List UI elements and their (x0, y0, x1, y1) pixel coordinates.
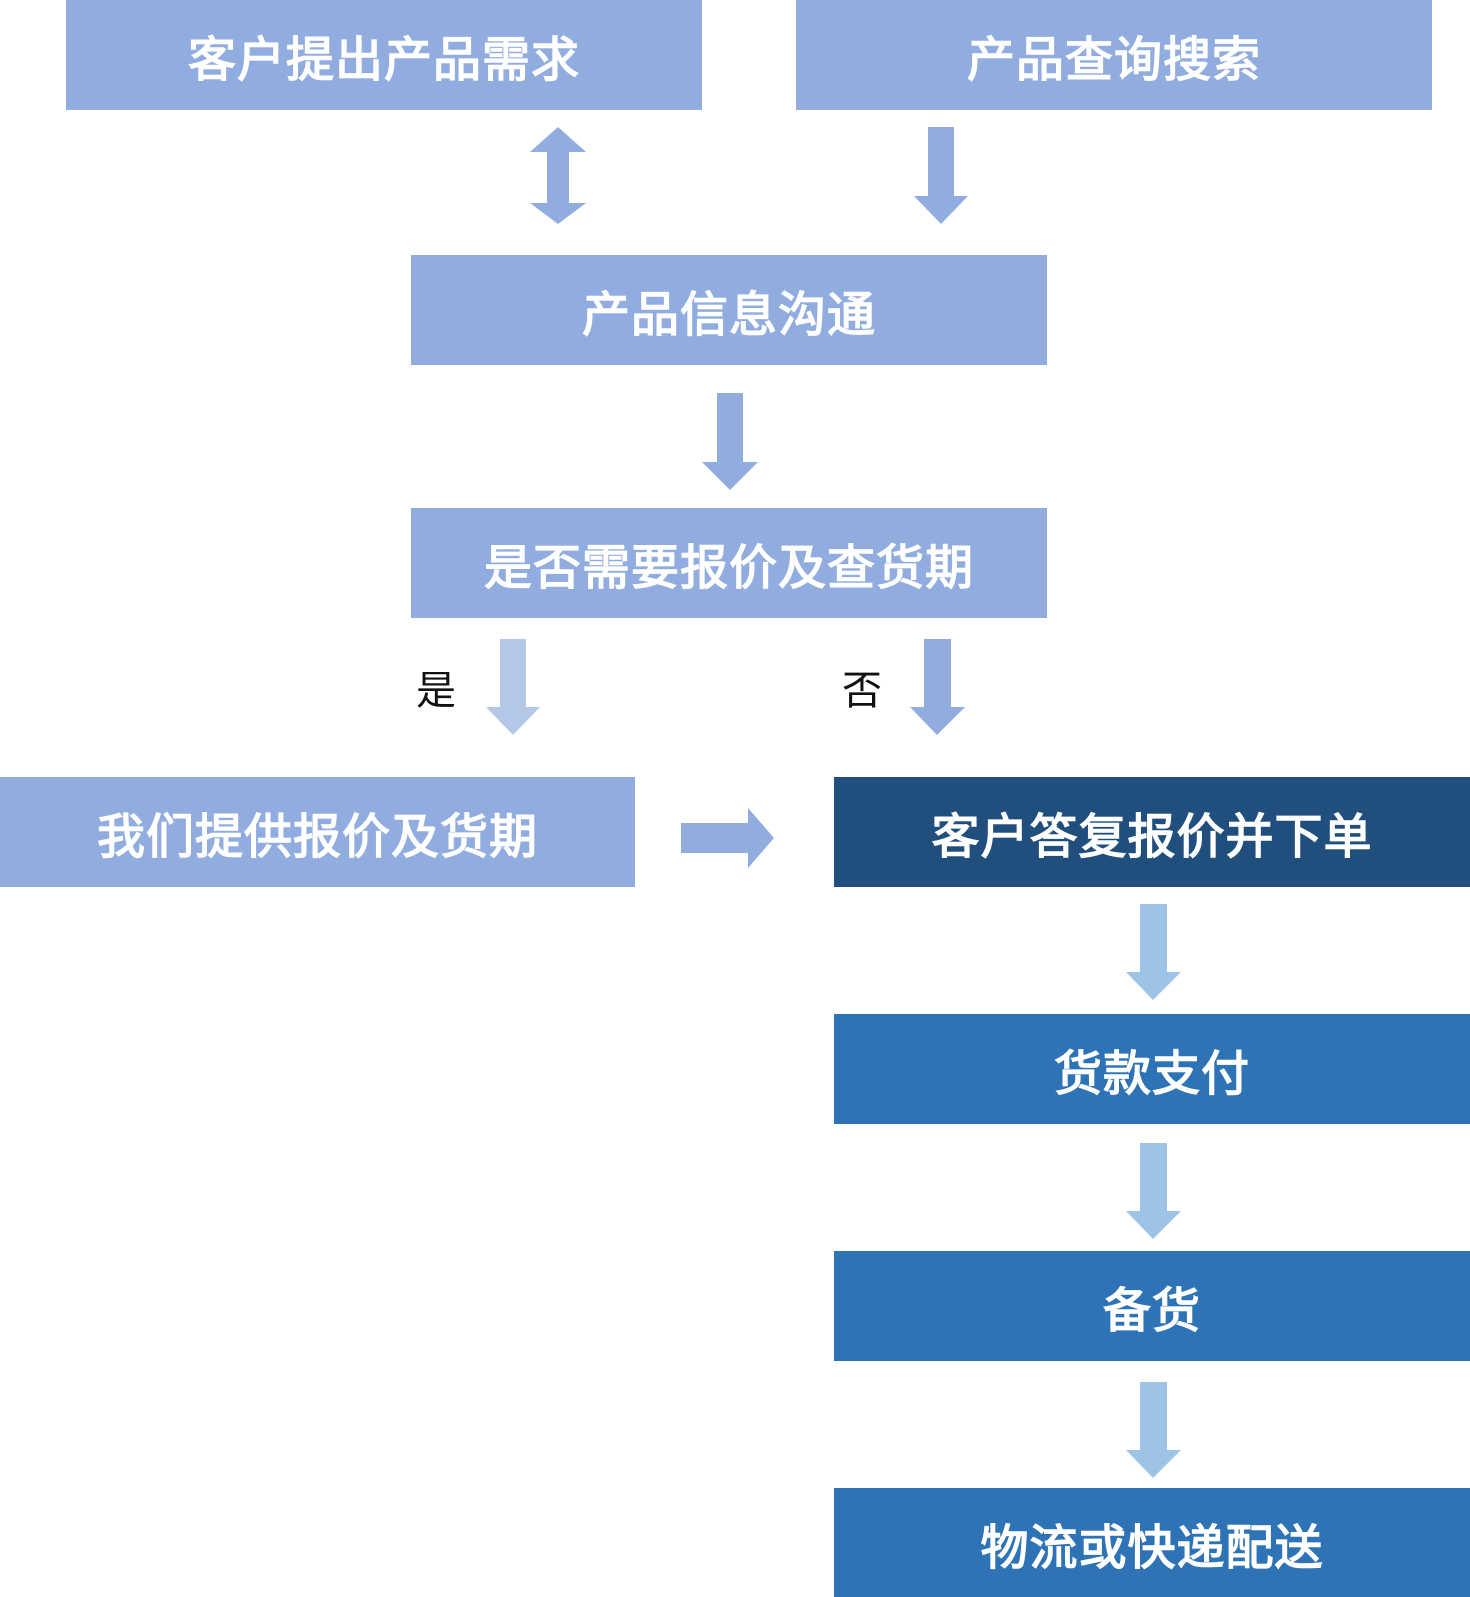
step-customer-order: 客户答复报价并下单 (834, 777, 1470, 887)
arrow-order-to-payment (1126, 904, 1181, 1000)
step-customer-order-label: 客户答复报价并下单 (931, 809, 1373, 865)
arrow-decision-no (910, 639, 965, 735)
arrow-decision-yes (486, 639, 540, 735)
arrow-search-to-info (914, 127, 968, 224)
step-stocking: 备货 (834, 1251, 1470, 1361)
arrow-payment-to-stocking (1126, 1143, 1181, 1239)
step-product-search: 产品查询搜索 (796, 0, 1432, 110)
step-product-info-label: 产品信息沟通 (581, 287, 876, 343)
decision-need-quote-label: 是否需要报价及查货期 (483, 540, 974, 596)
step-provide-quote-label: 我们提供报价及货期 (96, 809, 538, 865)
step-delivery-label: 物流或快递配送 (980, 1519, 1324, 1576)
step-delivery: 物流或快递配送 (834, 1488, 1470, 1597)
arrow-info-to-decision (702, 393, 758, 490)
double-arrow-request-info (530, 127, 586, 224)
step-customer-request: 客户提出产品需求 (66, 0, 702, 110)
step-payment-label: 货款支付 (1053, 1046, 1250, 1102)
branch-yes-label: 是 (416, 668, 456, 714)
step-product-info: 产品信息沟通 (411, 255, 1047, 365)
step-provide-quote: 我们提供报价及货期 (0, 777, 635, 887)
decision-need-quote: 是否需要报价及查货期 (411, 508, 1047, 618)
step-product-search-label: 产品查询搜索 (966, 32, 1261, 88)
arrow-quote-to-order (681, 808, 774, 868)
step-customer-request-label: 客户提出产品需求 (187, 32, 580, 88)
step-stocking-label: 备货 (1102, 1283, 1201, 1339)
arrow-stocking-to-delivery (1126, 1382, 1181, 1478)
branch-no-label: 否 (842, 668, 882, 714)
step-payment: 货款支付 (834, 1014, 1470, 1124)
